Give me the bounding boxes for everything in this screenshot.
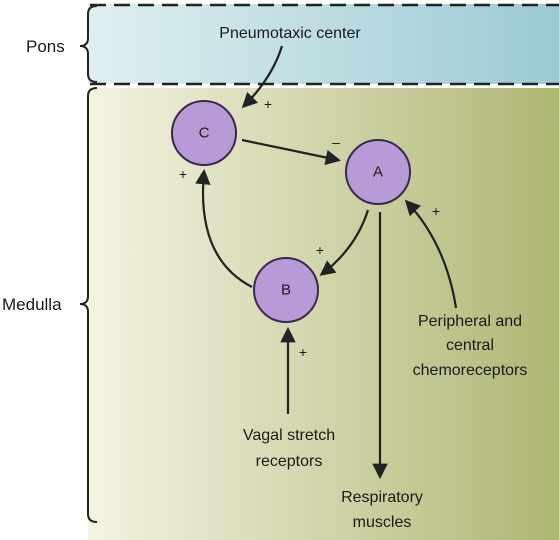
chemoreceptors-label-line2: central xyxy=(446,337,494,354)
sign-a-to-b: + xyxy=(316,242,324,258)
node-a: A xyxy=(345,139,411,205)
sign-vagal-to-b: + xyxy=(299,344,307,360)
pons-brace xyxy=(79,5,98,83)
respiratory-muscles-label-line1: Respiratory xyxy=(341,489,423,506)
arrow-c-to-a xyxy=(241,138,342,166)
medulla-label: Medulla xyxy=(2,295,62,314)
arrow-b-to-c xyxy=(195,168,253,288)
node-c: C xyxy=(171,100,237,166)
node-b: B xyxy=(253,257,319,323)
vagal-stretch-label-line2: receptors xyxy=(256,453,323,470)
node-b-label: B xyxy=(281,282,291,299)
arrow-pneumotaxic-to-c xyxy=(241,45,284,109)
pneumotaxic-center-label: Pneumotaxic center xyxy=(219,25,361,42)
node-c-label: C xyxy=(199,125,210,142)
sign-b-to-c: + xyxy=(179,166,187,182)
sign-c-to-a: – xyxy=(332,134,340,150)
arrow-chemo-to-a xyxy=(404,199,458,309)
vagal-stretch-label-line1: Vagal stretch xyxy=(243,427,335,444)
medulla-region xyxy=(88,88,559,540)
arrow-a-to-b xyxy=(319,209,370,276)
pons-region xyxy=(88,4,559,84)
node-a-label: A xyxy=(373,164,383,181)
sign-pneumotaxic-to-c: + xyxy=(264,96,272,112)
sign-chemo-to-a: + xyxy=(432,203,440,219)
respiratory-muscles-label-line2: muscles xyxy=(353,514,412,531)
medulla-brace xyxy=(79,87,98,523)
pons-label: Pons xyxy=(26,37,65,56)
chemoreceptors-label-line3: chemoreceptors xyxy=(413,362,528,379)
chemoreceptors-label-line1: Peripheral and xyxy=(418,313,522,330)
